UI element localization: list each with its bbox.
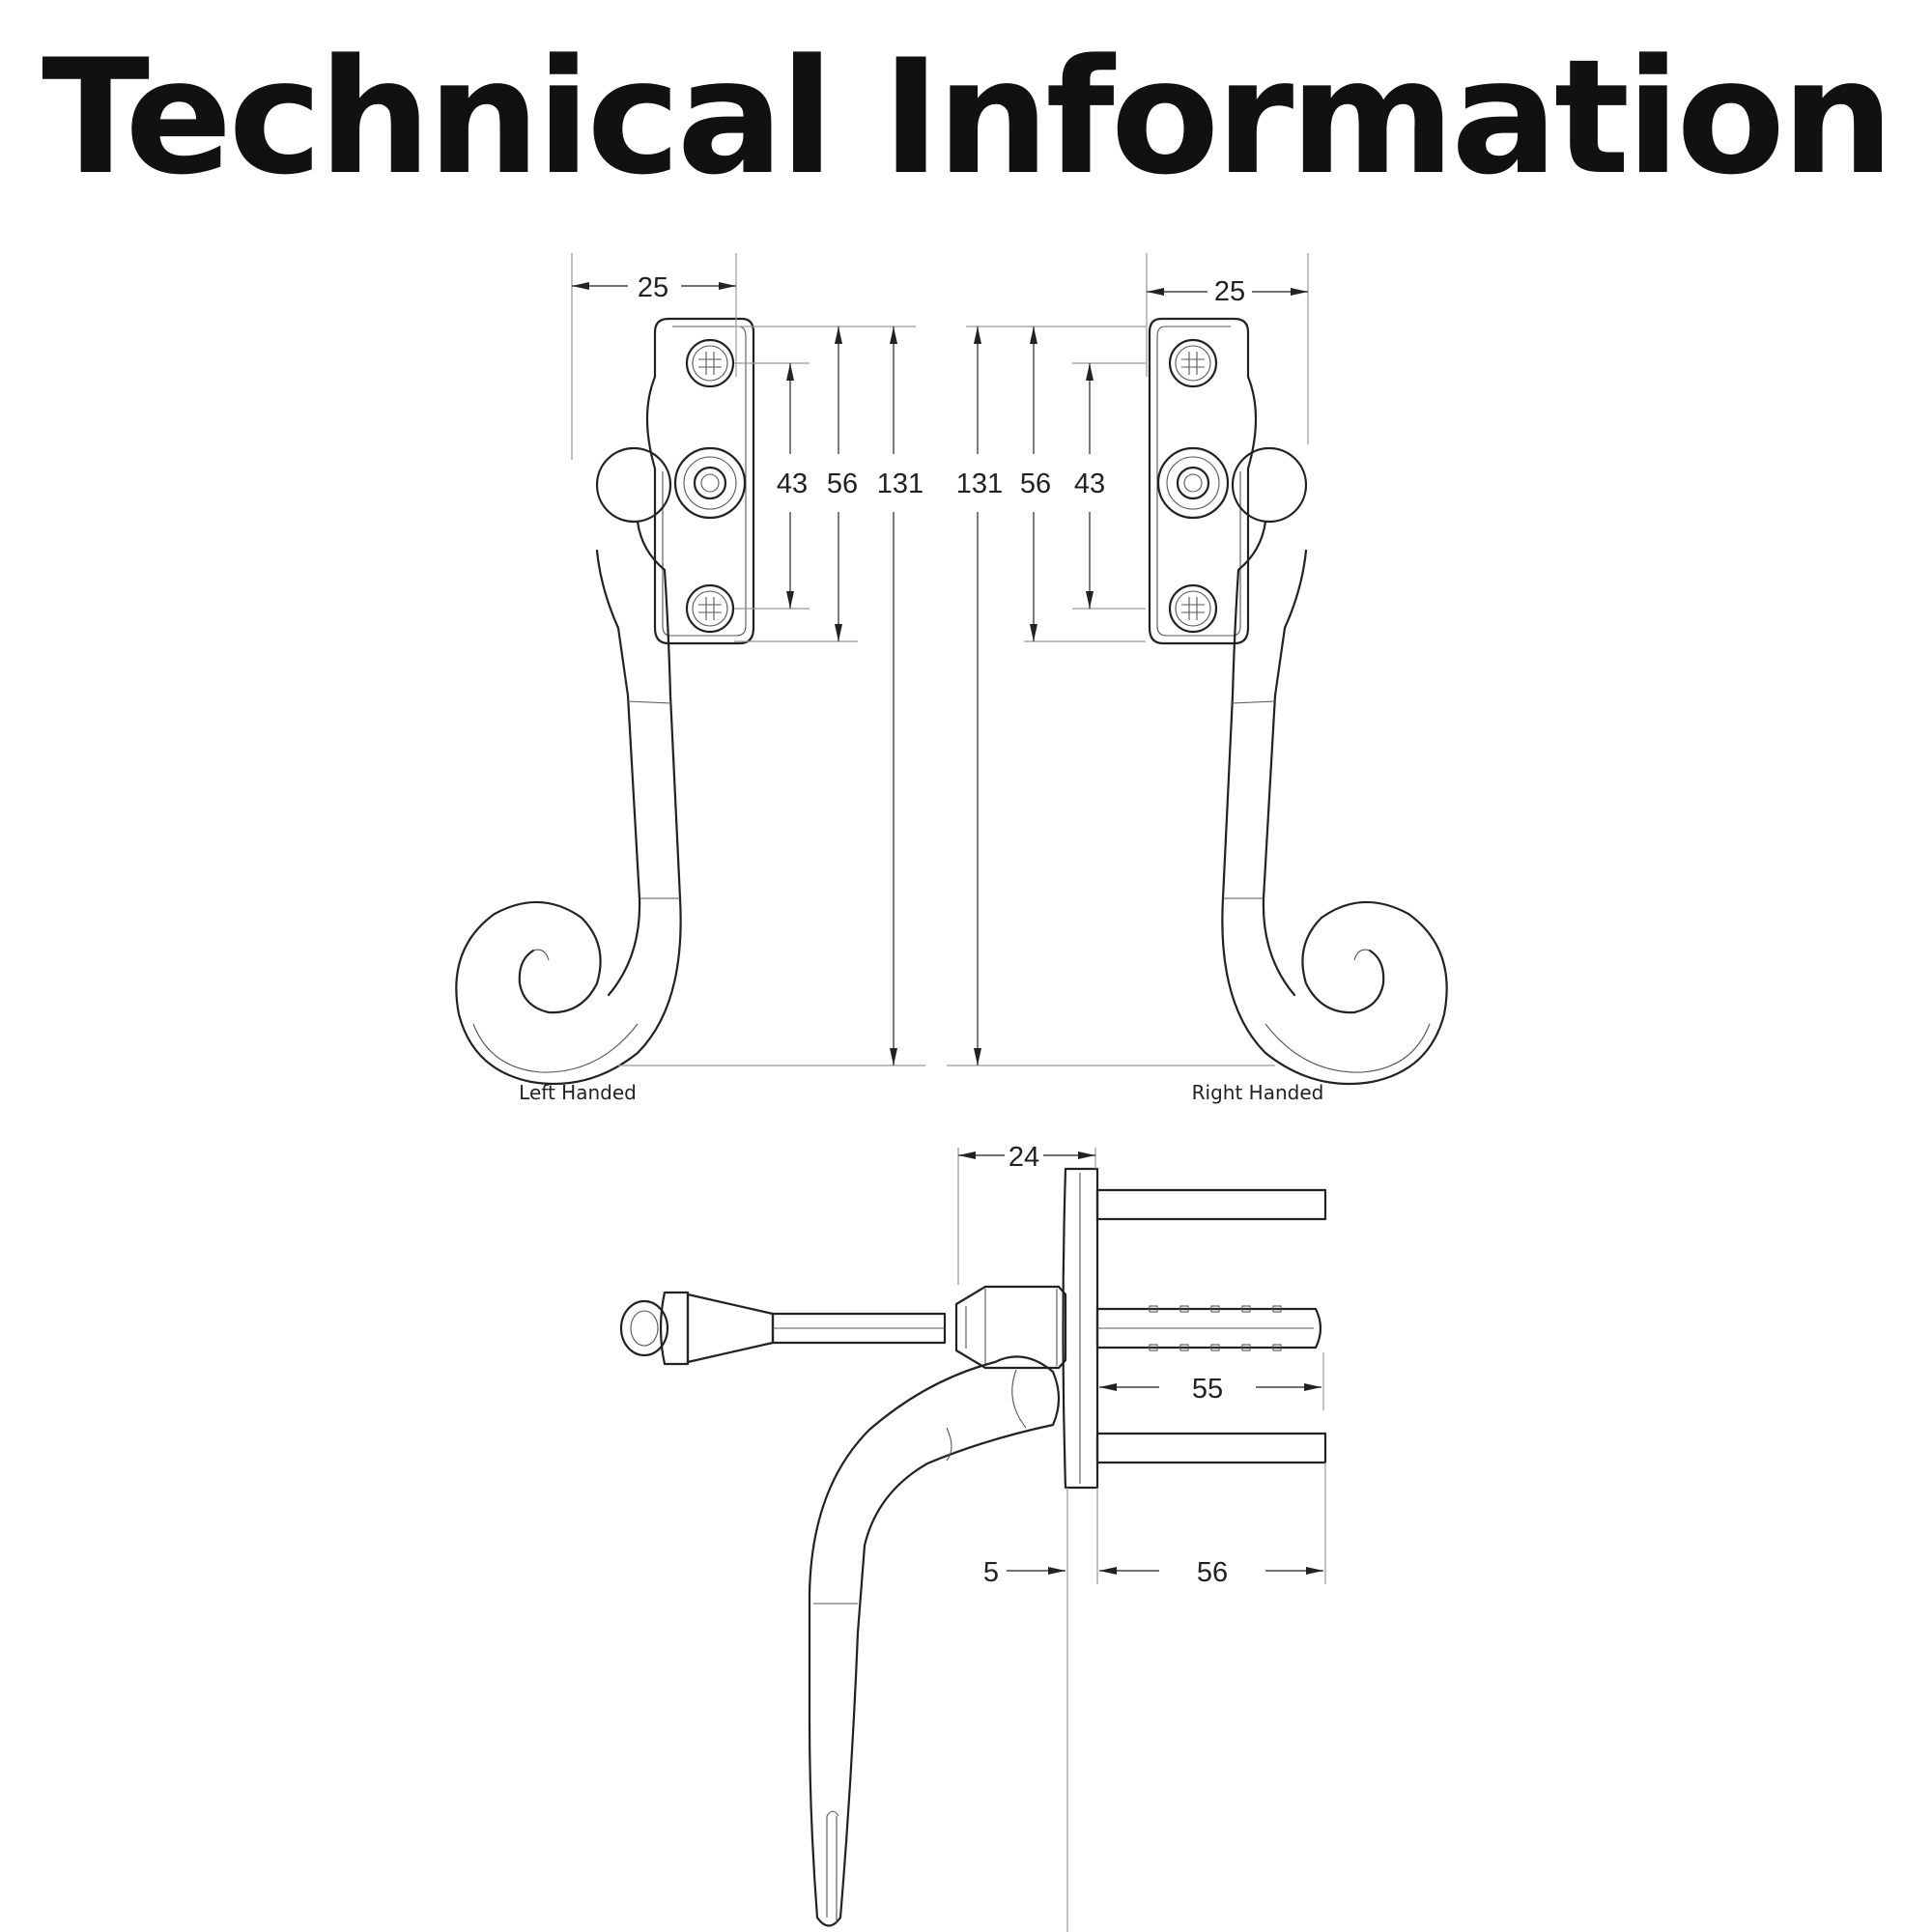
right-handed-caption: Right Handed [1192,1081,1324,1104]
left-screw-centres-dim: 43 [777,469,808,499]
right-handed-view: 25 131 56 43 Right Handed [947,253,1448,1104]
page-title: Technical Information [42,25,1894,210]
right-overall-height-dim: 131 [956,469,1003,499]
right-width-dim: 25 [1214,276,1245,307]
left-handed-caption: Left Handed [519,1081,637,1104]
left-plate-height-dim: 56 [827,469,858,499]
left-overall-height-dim: 131 [877,469,923,499]
right-handle-drawing [1148,317,1448,1086]
side-projection-dim: 24 [1009,1142,1039,1173]
locking-key-drawing [619,1291,947,1366]
left-handed-view: 25 43 56 131 Left Handed [455,253,925,1104]
side-plate-thickness-dim: 5 [983,1557,999,1588]
side-view: 24 55 5 56 [619,1142,1327,1932]
right-plate-height-dim: 56 [1020,469,1051,499]
side-pin-length-dim: 56 [1197,1557,1228,1588]
side-spindle-length-dim: 55 [1192,1374,1223,1405]
right-screw-centres-dim: 43 [1074,469,1105,499]
left-handle-drawing [455,317,755,1086]
left-width-dim: 25 [638,272,668,303]
